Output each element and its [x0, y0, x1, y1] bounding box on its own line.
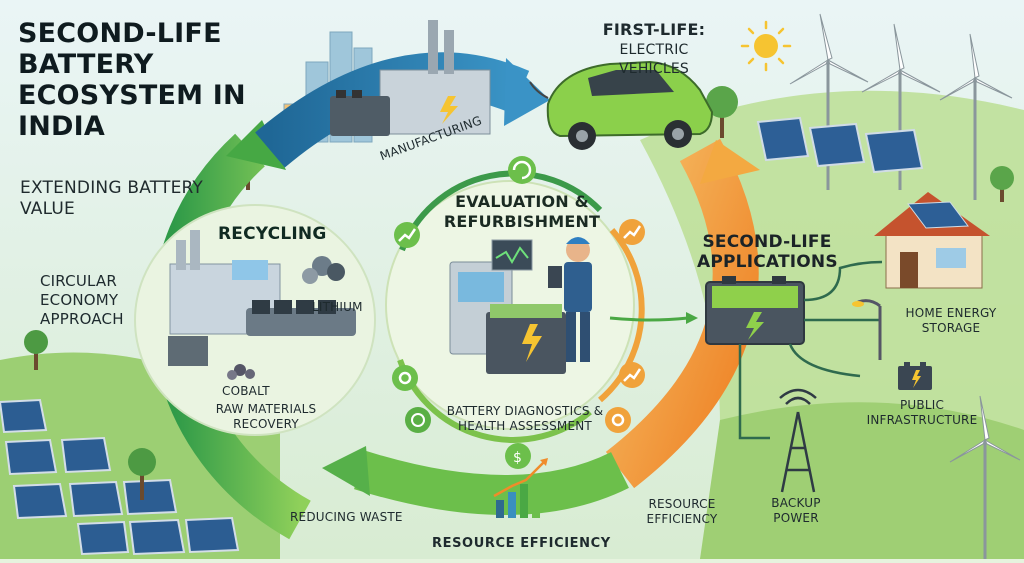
wind-turbine-icon [789, 13, 1021, 559]
diagnostics-caption: BATTERY DIAGNOSTICS & HEALTH ASSESSMENT [446, 404, 604, 433]
resource-efficiency-right-label: RESOURCE EFFICIENCY [646, 497, 718, 526]
factory-icon [330, 20, 491, 136]
backup-power-label: BACKUP POWER [771, 496, 821, 525]
reducing-waste-label: REDUCING WASTE [290, 510, 403, 524]
resource-efficiency-bottom-label: RESOURCE EFFICIENCY [432, 536, 611, 551]
center-arc-orange [598, 228, 645, 403]
blue-arrow-head [504, 58, 550, 126]
recycling-plant-icon [168, 230, 356, 366]
technician-icon [548, 237, 592, 362]
second-life-battery-icon [705, 276, 805, 345]
right-lower-hill [700, 402, 1024, 559]
application-connectors [738, 260, 883, 440]
gear-icon [392, 365, 418, 391]
growth-chart-icon [619, 219, 645, 245]
home-energy-label: HOME ENERGY STORAGE [905, 306, 997, 335]
first-life-subtitle: ELECTRIC VEHICLES [619, 42, 689, 77]
center-to-battery-arrow [609, 316, 689, 322]
raw-materials-label: RAW MATERIALS RECOVERY [215, 402, 317, 431]
cobalt-label: COBALT [222, 384, 270, 398]
svg-text:$: $ [513, 450, 522, 466]
first-life-stage-label: FIRST-LIFE: ELECTRIC VEHICLES [584, 20, 724, 79]
cobalt-ore-icon [227, 364, 255, 380]
public-battery-icon [898, 362, 932, 390]
lithium-label: LITHIUM [312, 300, 363, 314]
street-lamp-icon [852, 299, 882, 360]
lithium-ore-icon [302, 256, 345, 284]
recycle-icon [405, 407, 431, 433]
solar-field-icon [0, 398, 240, 556]
evaluation-stage-label: EVALUATION & REFURBISHMENT [443, 192, 601, 231]
money-icon: $ [505, 443, 531, 469]
page-subtitle: EXTENDING BATTERY VALUE [20, 178, 204, 219]
center-arc-lightgreen [397, 358, 592, 443]
public-infrastructure-label: PUBLIC INFRASTRUCTURE [866, 398, 978, 427]
second-life-stage-label: SECOND-LIFE APPLICATIONS [697, 232, 838, 272]
sun-icon [740, 20, 792, 72]
orange-arrow-head-top [700, 140, 760, 184]
green-arrow-head [226, 120, 286, 170]
recycling-stage-label: RECYCLING [218, 224, 327, 244]
telecom-tower-icon [779, 388, 817, 493]
circular-economy-label: CIRCULAR ECONOMY APPROACH [40, 272, 124, 328]
page-title: SECOND-LIFE BATTERY ECOSYSTEM IN INDIA [18, 18, 246, 142]
green-arrow-head-bottom [322, 446, 370, 496]
solar-panel-icon [756, 116, 924, 174]
center-arc-green [399, 170, 603, 252]
first-life-title: FIRST-LIFE: [602, 20, 706, 39]
growth-chart-icon [394, 222, 420, 248]
growth-chart-icon [619, 362, 645, 388]
diagnostic-station-icon [449, 239, 566, 374]
home-icon [874, 192, 990, 289]
green-bottom-arc [354, 450, 629, 515]
settings-icon [605, 407, 631, 433]
growth-bars-icon [493, 458, 548, 518]
refresh-icon [508, 156, 536, 184]
electric-car-icon [529, 60, 714, 150]
